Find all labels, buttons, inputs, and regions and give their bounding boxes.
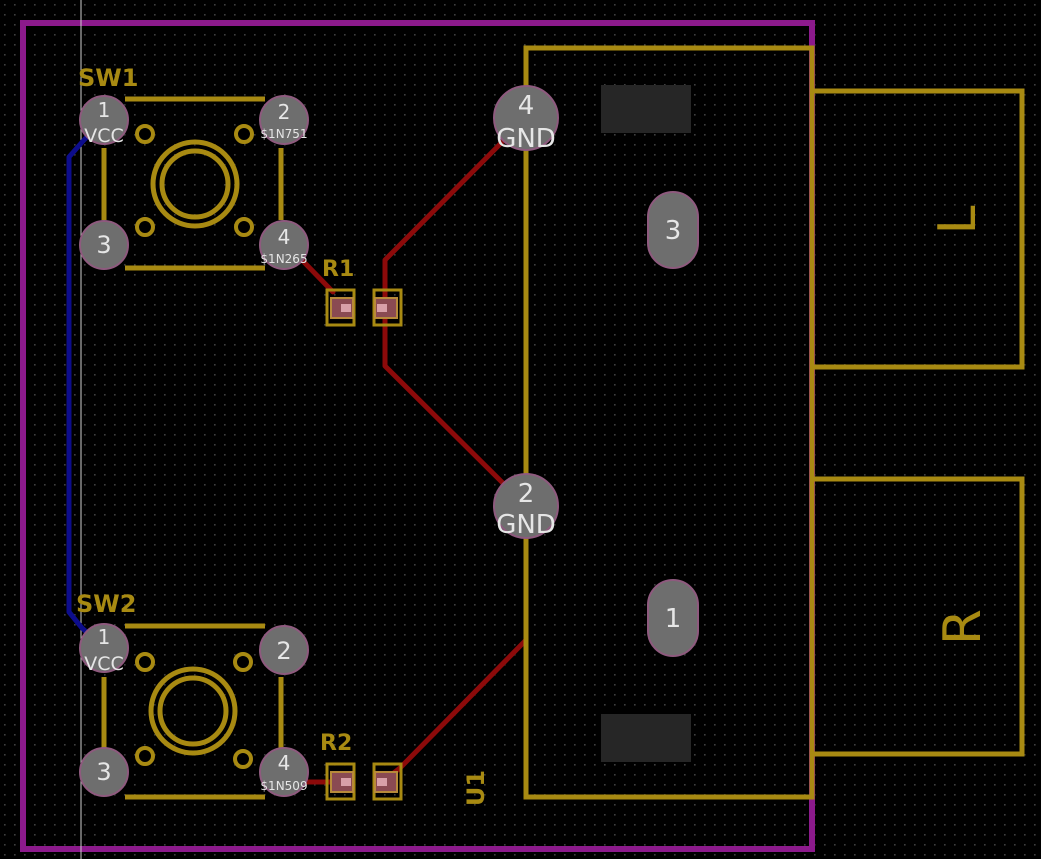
sw2-ref-label: SW2 (76, 590, 136, 618)
u1-pad-4-net: GND (496, 124, 556, 154)
u1-pad-3[interactable] (647, 191, 699, 269)
u1-label-l: L (928, 205, 988, 234)
sw1-ref-label: SW1 (78, 64, 138, 92)
sw2-pad-2[interactable] (259, 625, 309, 675)
sw2-pad-3-number: 3 (96, 758, 111, 786)
sw1-pad-1[interactable] (79, 95, 129, 145)
u1-pad-3-number: 3 (665, 216, 682, 246)
sw2-pad-1-number: 1 (98, 625, 111, 649)
u1-pad-4[interactable] (493, 85, 559, 151)
sw2-pad-3[interactable] (79, 747, 129, 797)
sw1-pad-2[interactable] (259, 95, 309, 145)
sw1-pad-3-number: 3 (96, 231, 111, 259)
sw1-pad-4-net: $1N265 (260, 252, 307, 266)
sw1-pad-1-number: 1 (98, 98, 111, 122)
r2-ref-label: R2 (320, 731, 352, 756)
u1-mount-pad-top (601, 85, 691, 133)
u1-label-r: R (933, 609, 993, 645)
u1-pad-4-number: 4 (518, 91, 535, 121)
resistor-r2[interactable]: R2 (320, 731, 403, 801)
resistor-r1[interactable]: R1 (322, 257, 403, 327)
sw1-pad-2-number: 2 (278, 100, 291, 124)
u1-ref-label: U1 (462, 770, 490, 806)
u1-pad-1-number: 1 (665, 604, 682, 634)
sw2-pad-1-net: VCC (84, 653, 124, 675)
switch-sw1[interactable]: SW1 1 VCC 2 $1N751 3 4 $1N265 (78, 64, 309, 271)
u1-mount-pad-bottom (601, 714, 691, 762)
sw2-pad-4-number: 4 (278, 751, 291, 775)
trace-r1-u1-pad4[interactable] (382, 115, 529, 311)
sw1-pad-2-net: $1N751 (260, 127, 307, 141)
sw2-pad-4-net: $1N509 (260, 779, 307, 793)
switch-sw2[interactable]: SW2 1 VCC 2 3 4 $1N509 (76, 590, 309, 800)
sw1-pad-3[interactable] (79, 220, 129, 270)
u1-pad-2[interactable] (493, 473, 559, 539)
u1-pad-2-number: 2 (518, 479, 535, 509)
sw2-pad-4[interactable] (259, 747, 309, 797)
sw1-pad-4-number: 4 (278, 225, 291, 249)
connector-u1[interactable]: U1 L R 4 GND 2 GND 3 1 (462, 45, 1025, 806)
sw1-pad-4[interactable] (259, 220, 309, 270)
trace-r1-u1-pad2[interactable] (382, 305, 529, 509)
sw2-pad-2-number: 2 (276, 637, 291, 665)
sw1-pad-1-net: VCC (84, 125, 124, 147)
u1-pad-2-net: GND (496, 510, 556, 540)
sw2-pad-1[interactable] (79, 623, 129, 673)
u1-pad-1[interactable] (647, 579, 699, 657)
r1-ref-label: R1 (322, 257, 354, 282)
